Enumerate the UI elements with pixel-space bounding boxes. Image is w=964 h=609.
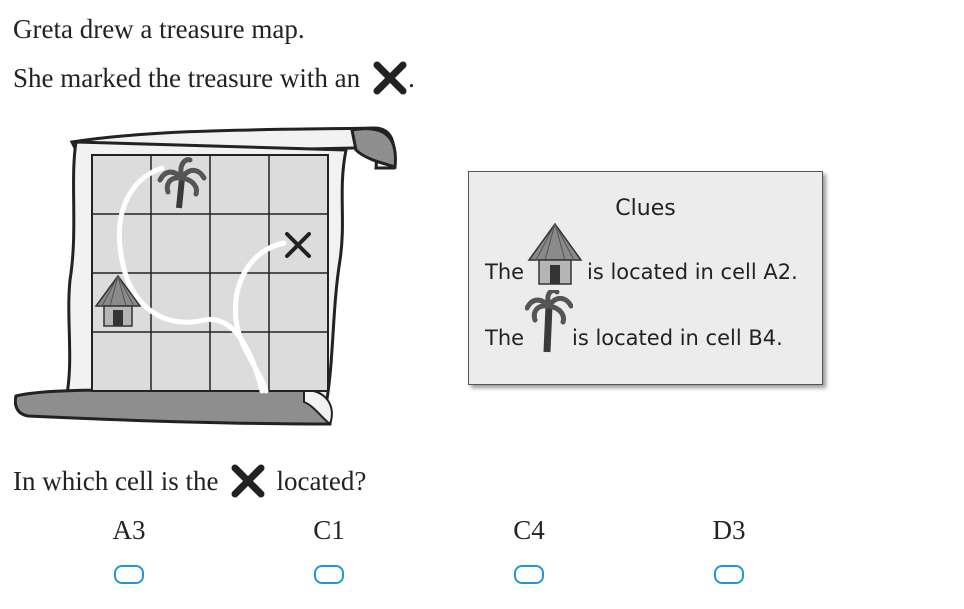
intro-line-2: She marked the treasure with an . [13,60,415,96]
choice-c1: C1 [289,515,369,584]
map-scroll [13,126,397,426]
choice-c4: C4 [489,515,569,584]
choice-label: A3 [112,515,146,545]
map-trail [116,165,287,394]
treasure-x-icon [285,232,311,258]
x-mark-icon [373,61,407,95]
choice-d3: D3 [689,515,769,584]
hut-icon [94,274,142,327]
palm-tree-icon [525,290,573,353]
clue-1-text: is located in cell A2. [587,260,798,284]
palm-tree-icon [157,157,207,209]
choice-a3-radio[interactable] [114,565,144,584]
hut-icon [527,222,583,285]
intro-line-1: Greta drew a treasure map. [13,14,305,44]
choice-a3: A3 [89,515,169,584]
treasure-map [13,120,404,430]
clues-panel: Clues The is located in cell A2. The is … [468,171,823,385]
choice-d3-radio[interactable] [714,565,744,584]
choice-c4-radio[interactable] [514,565,544,584]
clues-title: Clues [615,196,676,221]
clue-2-text: is located in cell B4. [572,326,783,350]
clue-1-prefix: The [485,260,525,284]
x-mark-icon [231,464,265,498]
clue-2-prefix: The [485,326,525,350]
choice-label: C4 [513,515,545,545]
choice-c1-radio[interactable] [314,565,344,584]
choice-label: C1 [313,515,345,545]
choice-label: D3 [712,515,746,545]
question-text: In which cell is the located? [13,463,366,499]
